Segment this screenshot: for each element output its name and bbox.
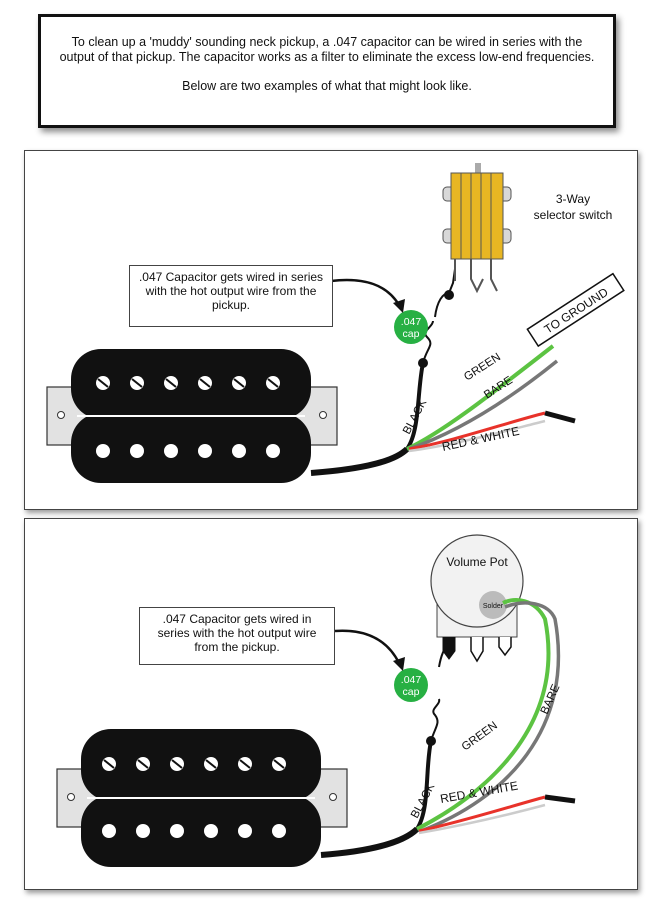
white-wire bbox=[408, 419, 546, 453]
volume-pot bbox=[430, 534, 524, 663]
three-way-selector-switch bbox=[442, 163, 512, 294]
capacitor-lead-upper bbox=[438, 637, 450, 668]
callout-arrow-line bbox=[330, 278, 401, 306]
to-ground-label: TO GROUND bbox=[542, 285, 611, 337]
black-wire bbox=[415, 740, 433, 831]
example-2-panel: Volume Pot Solder .047 cap GREEN BARE BL… bbox=[24, 518, 638, 890]
solder-joint-upper bbox=[444, 290, 454, 300]
humbucker-pickup bbox=[81, 729, 321, 867]
mounting-screw-hole-right bbox=[319, 411, 327, 419]
red-wire bbox=[408, 411, 546, 451]
hot-output-wire bbox=[310, 446, 410, 476]
switch-label-line-2: selector switch bbox=[534, 208, 613, 222]
callout-arrowhead bbox=[393, 299, 405, 313]
intro-paragraph-2: Below are two examples of what that migh… bbox=[182, 79, 472, 93]
pole-slugs bbox=[102, 824, 286, 838]
capacitor-lead-lower bbox=[430, 698, 441, 742]
switch-label-line-1: 3-Way bbox=[556, 192, 590, 206]
pole-screws bbox=[96, 376, 280, 390]
capacitor bbox=[394, 310, 428, 344]
callout-arrow-line bbox=[334, 629, 401, 664]
black-wire bbox=[405, 362, 425, 451]
bare-wire bbox=[408, 359, 559, 451]
example-1-callout: .047 Capacitor gets wired in series with… bbox=[129, 265, 333, 327]
pot-lug-2 bbox=[470, 637, 484, 663]
humbucker-pickup bbox=[71, 349, 311, 483]
example-1-diagram: .047 cap 3-Way selector switch TO GROUND… bbox=[46, 163, 625, 483]
pot-label: Volume Pot bbox=[446, 555, 508, 569]
green-wire bbox=[416, 598, 551, 831]
capacitor-word: cap bbox=[403, 328, 420, 340]
example-2-diagram: Volume Pot Solder .047 cap GREEN BARE BL… bbox=[56, 534, 576, 867]
pot-lug-1 bbox=[442, 637, 456, 660]
mounting-screw-hole-left bbox=[57, 411, 65, 419]
intro-box: To clean up a 'muddy' sounding neck pick… bbox=[38, 14, 616, 128]
capacitor-word: cap bbox=[403, 686, 420, 698]
mounting-screw-hole-left bbox=[67, 793, 75, 801]
pot-lug-3 bbox=[498, 637, 512, 657]
red-white-shield-end bbox=[544, 794, 576, 804]
capacitor-value: .047 bbox=[401, 316, 422, 328]
mounting-screw-hole-right bbox=[329, 793, 337, 801]
example-1-panel: .047 cap 3-Way selector switch TO GROUND… bbox=[24, 150, 638, 510]
pole-screws bbox=[102, 757, 286, 771]
red-wire bbox=[418, 795, 546, 833]
hot-output-wire bbox=[320, 826, 420, 858]
solder-spot bbox=[479, 591, 507, 619]
pole-slugs bbox=[96, 444, 280, 458]
red-white-shield-end bbox=[544, 410, 576, 424]
solder-label: Solder bbox=[483, 603, 504, 610]
green-wire bbox=[406, 344, 555, 451]
green-wire-label: GREEN bbox=[460, 720, 500, 754]
solder-joint-lower bbox=[418, 358, 428, 368]
bare-wire bbox=[420, 601, 561, 833]
white-wire bbox=[418, 803, 546, 835]
capacitor-value: .047 bbox=[401, 674, 422, 686]
to-ground-label-box: TO GROUND bbox=[526, 272, 625, 348]
callout-arrowhead bbox=[393, 657, 405, 671]
solder-joint-lower bbox=[426, 736, 436, 746]
capacitor-lead-lower bbox=[422, 320, 434, 364]
capacitor bbox=[394, 668, 428, 702]
example-2-callout: .047 Capacitor gets wired in series with… bbox=[139, 607, 335, 665]
intro-paragraph-1: To clean up a 'muddy' sounding neck pick… bbox=[59, 35, 595, 64]
green-wire-label: GREEN bbox=[462, 351, 503, 383]
